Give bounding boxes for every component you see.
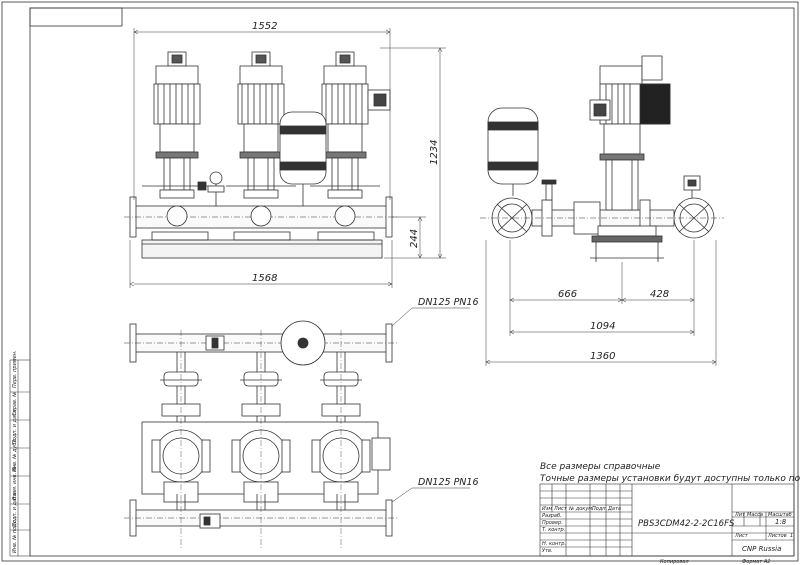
note-exact-dimensions: Точные размеры установки будут доступны …	[540, 474, 800, 484]
dim-overall-length: 1568	[252, 273, 277, 284]
tb-col-izm: Изм	[542, 506, 552, 512]
tb-col-mass: Масса	[747, 512, 763, 518]
side-stamp-labels: Перв. примен. Справ. № Подп. и дата Инв.…	[12, 350, 18, 553]
pressure-tank-front	[279, 111, 327, 206]
pump-1	[142, 51, 212, 227]
dim-total-height: 1234	[429, 140, 440, 165]
tb-role-ncontrol: Н. контр.	[542, 541, 566, 547]
tb-sheet: Лист	[734, 533, 749, 539]
pump-3	[310, 51, 391, 227]
tb-role-check: Провер.	[542, 520, 563, 526]
plan-view	[124, 320, 398, 548]
tb-format: Формат А2	[742, 559, 770, 565]
tb-company: CNP Russia	[742, 545, 781, 553]
note-reference-dimensions: Все размеры справочные	[540, 462, 661, 472]
tb-col-sign: Подп.	[592, 506, 607, 512]
label-flange-top: DN125 PN16	[418, 297, 479, 308]
dim-side-left: 666	[558, 289, 577, 300]
tb-product-code: PBS3CDM42-2-2C16FS	[638, 519, 735, 529]
side-stamp-strip	[9, 359, 31, 557]
side-label-3: Подп. и дата	[12, 410, 18, 444]
title-block	[539, 483, 795, 557]
side-label-4: Инв. № дубл.	[12, 438, 18, 472]
side-label-2: Справ. №	[12, 392, 18, 416]
front-dimension-lines	[129, 28, 446, 288]
tb-col-lit: Лит	[734, 512, 746, 518]
tb-col-scale: Масштаб	[768, 512, 792, 518]
side-dimension-lines	[485, 240, 717, 366]
tb-role-dev: Разраб.	[542, 513, 562, 519]
tb-copied: Копировал	[660, 559, 689, 565]
leader-lines	[391, 307, 470, 503]
tb-sheets-value: 1	[790, 533, 793, 539]
tb-sheets: Листов	[767, 533, 787, 539]
side-label-7: Инв. № подл.	[12, 519, 18, 554]
side-label-6: Подп. и дата	[12, 493, 18, 527]
dim-top-width: 1552	[252, 21, 277, 32]
tb-col-list: Лист	[553, 506, 568, 512]
tb-col-doc: № докум.	[568, 506, 594, 512]
tb-scale-value: 1:8	[775, 518, 787, 526]
pump-2	[226, 51, 296, 227]
gauge-assembly-front	[197, 171, 225, 206]
side-label-1: Перв. примен.	[12, 350, 18, 388]
dim-side-total: 1360	[590, 351, 615, 362]
dim-side-mid: 1094	[590, 321, 615, 332]
front-view	[124, 51, 398, 259]
tb-role-approve: Утв.	[542, 548, 553, 554]
side-label-5: Взам. инв. №	[12, 466, 18, 500]
dim-base-height: 244	[409, 229, 420, 248]
label-flange-bottom: DN125 PN16	[418, 477, 479, 488]
tb-role-tcontrol: Т. контр.	[542, 527, 565, 533]
side-view	[480, 55, 724, 262]
tb-col-date: Дата	[607, 506, 621, 512]
dim-side-right: 428	[650, 289, 669, 300]
